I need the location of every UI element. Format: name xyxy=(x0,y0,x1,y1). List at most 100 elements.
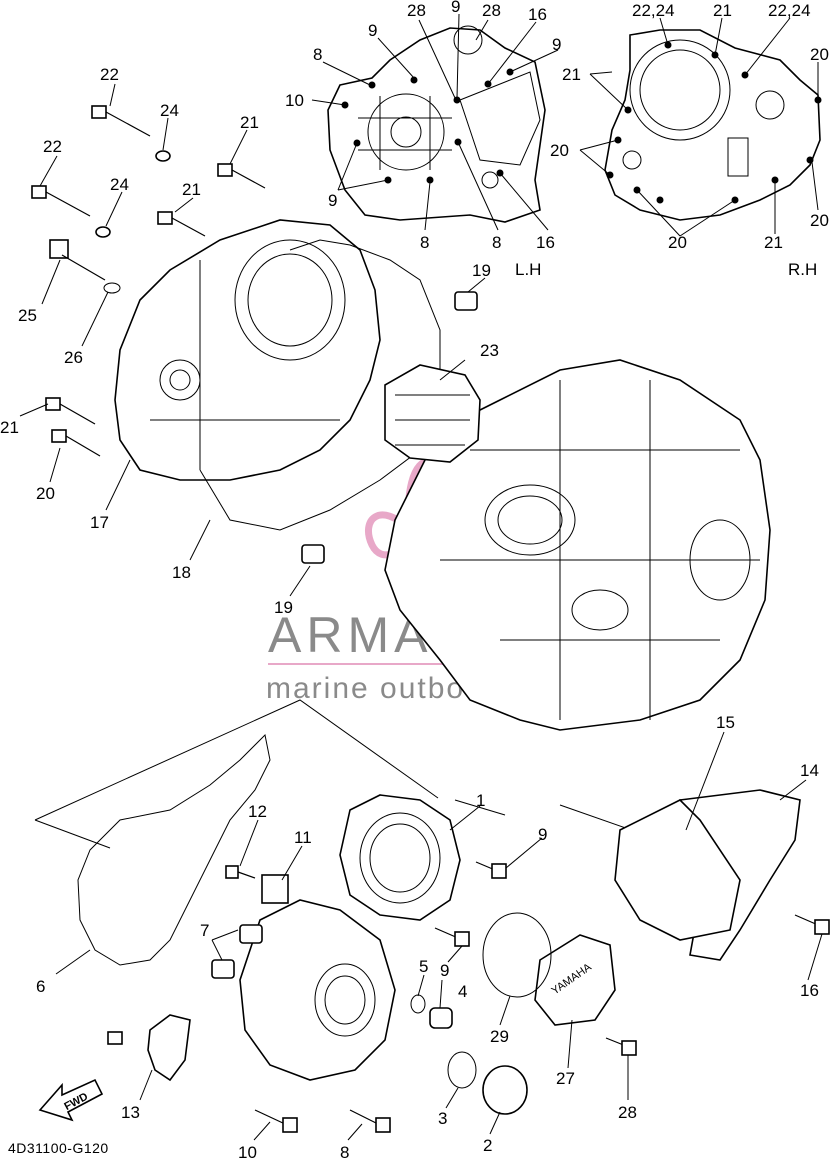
callout-low-14: 14 xyxy=(800,761,819,780)
callout-lh-28a: 28 xyxy=(407,1,426,20)
callout-low-16: 16 xyxy=(800,981,819,1000)
drain-bolt-25 xyxy=(49,239,106,281)
callout-lh-8a: 8 xyxy=(313,45,322,64)
callout-main-21c: 21 xyxy=(0,418,19,437)
crankcase-block xyxy=(384,359,771,731)
callout-main-18: 18 xyxy=(172,563,191,582)
callout-rh-2224a: 22,24 xyxy=(632,1,675,20)
callout-main-22b: 22 xyxy=(43,137,62,156)
bolt-9a xyxy=(475,861,507,879)
bolt-28 xyxy=(605,1037,637,1056)
callout-main-19a: 19 xyxy=(472,261,491,280)
callout-main-21a: 21 xyxy=(240,113,259,132)
callout-lh-9d: 9 xyxy=(328,191,337,210)
callout-low-11: 11 xyxy=(294,828,312,847)
callout-main-21b: 21 xyxy=(182,180,201,199)
callout-rh-20b: 20 xyxy=(550,141,569,160)
callout-low-27: 27 xyxy=(556,1069,575,1088)
bolt-22a xyxy=(91,105,151,137)
side-label-right: R.H xyxy=(788,260,817,279)
callout-low-12: 12 xyxy=(248,802,267,821)
callout-low-10: 10 xyxy=(238,1143,257,1160)
callout-low-4: 4 xyxy=(458,982,467,1001)
callout-lh-8b: 8 xyxy=(420,233,429,252)
bolt-21b xyxy=(157,211,206,237)
callout-low-29: 29 xyxy=(490,1027,509,1046)
callout-low-7: 7 xyxy=(200,921,209,940)
o-ring-5 xyxy=(410,994,426,1014)
callout-main-24b: 24 xyxy=(110,175,129,194)
bolt-10 xyxy=(254,1109,298,1133)
lh-crankcase-inset xyxy=(327,25,546,223)
callout-rh-21b: 21 xyxy=(562,65,581,84)
callout-main-23: 23 xyxy=(480,341,499,360)
plug-2 xyxy=(482,1065,528,1115)
fwd-direction-arrow: FWD xyxy=(38,1078,104,1122)
callout-low-9b: 9 xyxy=(440,961,449,980)
bracket-13 xyxy=(107,1014,191,1082)
callout-low-6: 6 xyxy=(36,977,45,996)
callout-lh-10: 10 xyxy=(285,91,304,110)
crankcase-cover-17 xyxy=(114,219,381,481)
callout-main-19b: 19 xyxy=(274,598,293,617)
callout-lh-16b: 16 xyxy=(536,233,555,252)
callout-lh-8c: 8 xyxy=(492,233,501,252)
bolt-12 xyxy=(225,865,256,879)
callout-main-25: 25 xyxy=(18,306,37,325)
bolt-8 xyxy=(349,1109,391,1133)
callout-low-3: 3 xyxy=(438,1109,447,1128)
cap-27: YAMAHA xyxy=(534,934,616,1026)
callout-main-22: 22 xyxy=(100,65,119,84)
callout-low-9a: 9 xyxy=(538,825,547,844)
callout-low-28: 28 xyxy=(618,1103,637,1122)
exploded-guide-lines xyxy=(34,699,661,849)
bolt-16 xyxy=(794,914,830,935)
bolts-lower xyxy=(225,861,830,1133)
callout-lh-9a: 9 xyxy=(451,0,460,16)
callout-lh-9b: 9 xyxy=(368,21,377,40)
washer-24a xyxy=(155,150,171,162)
callout-main-20: 20 xyxy=(36,484,55,503)
clutch-cover-main xyxy=(239,899,396,1081)
callout-main-26: 26 xyxy=(64,348,83,367)
plug-4 xyxy=(429,1007,453,1029)
callout-main-24a: 24 xyxy=(160,101,179,120)
bolt-9b xyxy=(434,927,470,947)
bolts-top-left xyxy=(31,105,478,564)
o-ring-3 xyxy=(447,1051,477,1089)
washer-24b xyxy=(95,226,111,238)
side-label-left: L.H xyxy=(515,260,541,279)
callout-low-13: 13 xyxy=(121,1103,140,1122)
callout-rh-20d: 20 xyxy=(668,233,687,252)
generator-cover-1 xyxy=(339,794,461,921)
diagram-code: 4D31100-G120 xyxy=(8,1140,109,1156)
rh-crankcase-inset xyxy=(604,29,822,221)
dowels-7 xyxy=(211,924,263,979)
cover-bracket-15 xyxy=(614,799,741,941)
sensor-11 xyxy=(261,874,289,904)
dowel-19b xyxy=(301,544,325,564)
callout-lh-9c: 9 xyxy=(552,35,561,54)
bolt-20 xyxy=(51,429,101,457)
dowel-19a xyxy=(454,291,478,311)
starter-motor-23 xyxy=(384,364,481,463)
callout-low-5: 5 xyxy=(419,957,428,976)
leader-lines xyxy=(19,13,823,1141)
callout-rh-20c: 20 xyxy=(810,211,829,230)
callout-low-8: 8 xyxy=(340,1143,349,1160)
callout-low-2: 2 xyxy=(483,1136,492,1155)
callout-rh-2224b: 22,24 xyxy=(768,1,811,20)
callout-lh-28b: 28 xyxy=(482,1,501,20)
callout-rh-21a: 21 xyxy=(713,1,732,20)
callout-low-1: 1 xyxy=(476,791,485,810)
o-ring-26 xyxy=(103,282,121,294)
gasket-6 xyxy=(77,733,271,966)
bolt-22b xyxy=(31,185,91,217)
callout-rh-20a: 20 xyxy=(810,45,829,64)
callout-low-15: 15 xyxy=(716,713,735,732)
o-ring-29 xyxy=(482,912,552,998)
callout-main-17: 17 xyxy=(90,513,109,532)
